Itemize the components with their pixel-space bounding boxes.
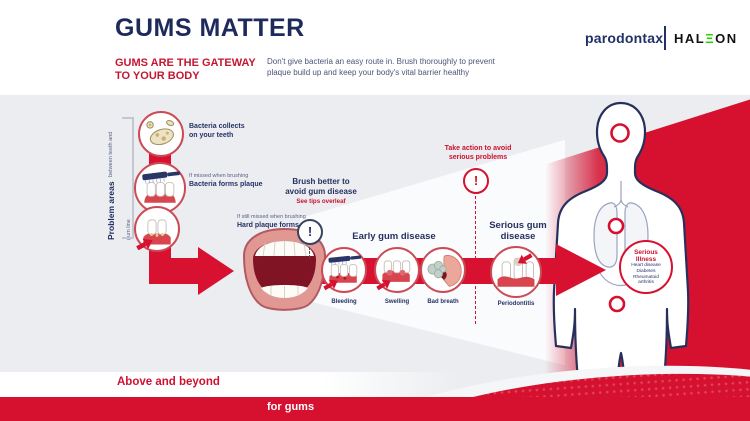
step-label-bacteria: Bacteria collects on your teeth (189, 123, 245, 139)
periodontitis-label: Periodontitis (497, 301, 535, 307)
haleon-e-icon: Ξ (705, 31, 716, 46)
tagline: Above and beyond (117, 376, 220, 388)
logo-divider (664, 26, 666, 50)
swelling-label: Swelling (384, 299, 410, 305)
bad-breath-circle (420, 247, 466, 293)
take-action-text: Take action to avoid serious problems (444, 145, 512, 161)
early-gum-disease-heading: Early gum disease (352, 231, 436, 242)
page-subtitle: GUMS ARE THE GATEWAY TO YOUR BODY (115, 57, 256, 82)
body-silhouette (552, 101, 690, 397)
problem-areas-bracket (122, 117, 134, 239)
bad-breath-icon (427, 254, 462, 287)
periodontitis-circle (490, 246, 542, 298)
brush-better-heading: Brush better to avoid gum disease (285, 177, 357, 196)
header: GUMS MATTER GUMS ARE THE GATEWAY TO YOUR… (0, 0, 750, 95)
plaque-arrow-icon (136, 219, 171, 251)
serious-illness-circle: Serious Illness Heart disease Diabetes R… (619, 240, 673, 294)
parodontax-logo: parodontax (585, 30, 664, 46)
flow-band-horizontal (149, 258, 201, 284)
trachea-sketch (599, 181, 629, 287)
hard-plaque-circle (134, 206, 180, 252)
bad-breath-label: Bad breath (427, 299, 459, 305)
page-title: GUMS MATTER (115, 14, 305, 42)
exclamation-icon: ! (297, 219, 323, 245)
toothbrush-icon (142, 171, 181, 203)
swelling-circle (374, 247, 420, 293)
bleeding-circle (321, 247, 367, 293)
brush-better-sub: See tips overleaf (296, 198, 346, 205)
tagline-strip (0, 372, 460, 397)
bleeding-label: Bleeding (331, 299, 357, 305)
exclamation-connector (309, 247, 310, 258)
serious-gum-disease-heading: Serious gum disease (489, 220, 547, 242)
banner-text: for gums (267, 401, 315, 413)
step-label-plaque: If missed when brushing Bacteria forms p… (189, 173, 263, 188)
intro-text: Don't give bacteria an easy route in. Br… (267, 57, 495, 77)
haleon-logo: HALΞON (674, 31, 738, 46)
step-label-hard-plaque: If still missed when brushing Hard plaqu… (237, 214, 306, 229)
exclamation-red-icon: ! (463, 168, 489, 194)
mouth-icon (242, 227, 327, 311)
risk-spot-icons (607, 123, 630, 313)
swelling-icon (376, 260, 411, 291)
footer-banner: for gums (0, 397, 750, 421)
periodontitis-icon (497, 253, 535, 287)
brushing-circle (134, 162, 186, 214)
bacteria-icon (146, 120, 175, 146)
bacteria-circle (138, 111, 184, 157)
bleeding-icon (323, 255, 362, 291)
